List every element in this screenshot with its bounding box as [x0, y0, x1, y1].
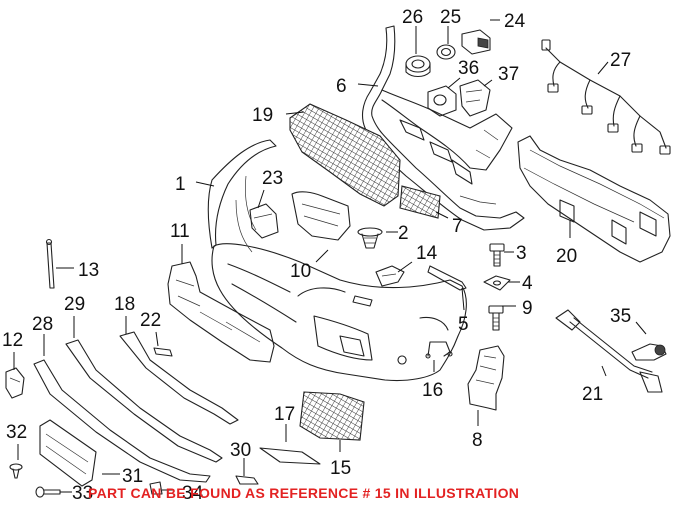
callout-26: 26 — [402, 7, 423, 28]
nut-clip-4-part — [483, 275, 511, 291]
callout-1: 1 — [175, 174, 186, 195]
plate-bracket-31-part — [39, 419, 97, 487]
callout-23: 23 — [262, 168, 283, 189]
callout-11: 11 — [170, 221, 190, 242]
callout-5: 5 — [458, 314, 469, 335]
callout-28: 28 — [32, 314, 53, 335]
callout-18: 18 — [114, 294, 135, 315]
leader-lines — [13, 19, 647, 493]
callout-21: 21 — [582, 384, 603, 405]
trim-18-part — [119, 331, 239, 425]
callout-34: 34 — [182, 483, 204, 504]
callout-7: 7 — [452, 216, 463, 237]
bracket-14-part — [375, 265, 405, 287]
push-clip-part — [357, 227, 383, 249]
callout-16: 16 — [422, 380, 443, 401]
callout-36: 36 — [458, 58, 479, 79]
callout-25: 25 — [440, 7, 461, 28]
callout-32: 32 — [6, 422, 27, 443]
callout-24: 24 — [504, 11, 526, 32]
callout-31: 31 — [122, 466, 143, 487]
reference-note: PART CAN BE FOUND AS REFERENCE # 15 IN I… — [88, 485, 519, 501]
trim-28-part — [33, 359, 211, 483]
callout-10: 10 — [290, 261, 311, 282]
callout-20: 20 — [556, 246, 577, 267]
bumper-cover-part — [207, 139, 467, 382]
callout-17: 17 — [274, 404, 295, 425]
callout-12: 12 — [2, 330, 23, 351]
callout-35: 35 — [610, 306, 631, 327]
callout-19: 19 — [252, 105, 273, 126]
bracket-30-part — [235, 475, 259, 485]
bracket-12-part — [5, 367, 25, 399]
strip-22-part — [153, 347, 173, 357]
screw-33-part — [35, 486, 61, 498]
bolt-3-part — [489, 243, 505, 267]
rod-21-part — [555, 309, 663, 393]
callout-27: 27 — [610, 50, 631, 71]
splash-guard-8-part — [467, 345, 505, 411]
callout-22: 22 — [140, 310, 161, 331]
callout-2: 2 — [398, 223, 409, 244]
callout-29: 29 — [64, 294, 85, 315]
callout-30: 30 — [230, 440, 251, 461]
sensor-35-part — [631, 343, 667, 361]
absorber-11-part — [167, 261, 275, 363]
callout-37: 37 — [498, 64, 519, 85]
screw-32-part — [9, 463, 23, 479]
callout-3: 3 — [516, 243, 527, 264]
sensor-housing-26-part — [405, 55, 431, 78]
trim-strip-5-part — [427, 265, 467, 291]
upper-bracket-6-part — [361, 25, 525, 231]
grille-7-part — [399, 185, 441, 219]
bracket-37-part — [459, 79, 491, 117]
clip-34-part — [149, 481, 163, 495]
callout-6: 6 — [336, 76, 347, 97]
lower-grille-15-part — [299, 391, 365, 441]
grommet-25-part — [436, 44, 456, 60]
clip-16-part — [425, 341, 453, 359]
callout-15: 15 — [330, 458, 351, 479]
lamp-bracket-10-part — [291, 191, 351, 241]
upper-grille-19-part — [289, 103, 401, 207]
cover-23-part — [249, 203, 279, 239]
callout-8: 8 — [472, 430, 483, 451]
molding-29-part — [65, 339, 223, 463]
callout-13: 13 — [78, 260, 99, 281]
harness-27-part — [541, 39, 671, 155]
bolt-9-part — [488, 305, 504, 331]
callout-labels: 1 2 3 4 5 6 7 8 9 10 11 12 13 14 15 16 1… — [2, 7, 631, 504]
callout-14: 14 — [416, 243, 438, 264]
beam-20-part — [517, 135, 671, 263]
strip-17-part — [259, 447, 321, 465]
callout-9: 9 — [522, 298, 533, 319]
callout-4: 4 — [522, 273, 533, 294]
rod-13-part — [45, 238, 55, 289]
sensor-36-part — [427, 85, 457, 117]
sensor-24-part — [461, 29, 491, 55]
callout-33: 33 — [72, 483, 93, 504]
